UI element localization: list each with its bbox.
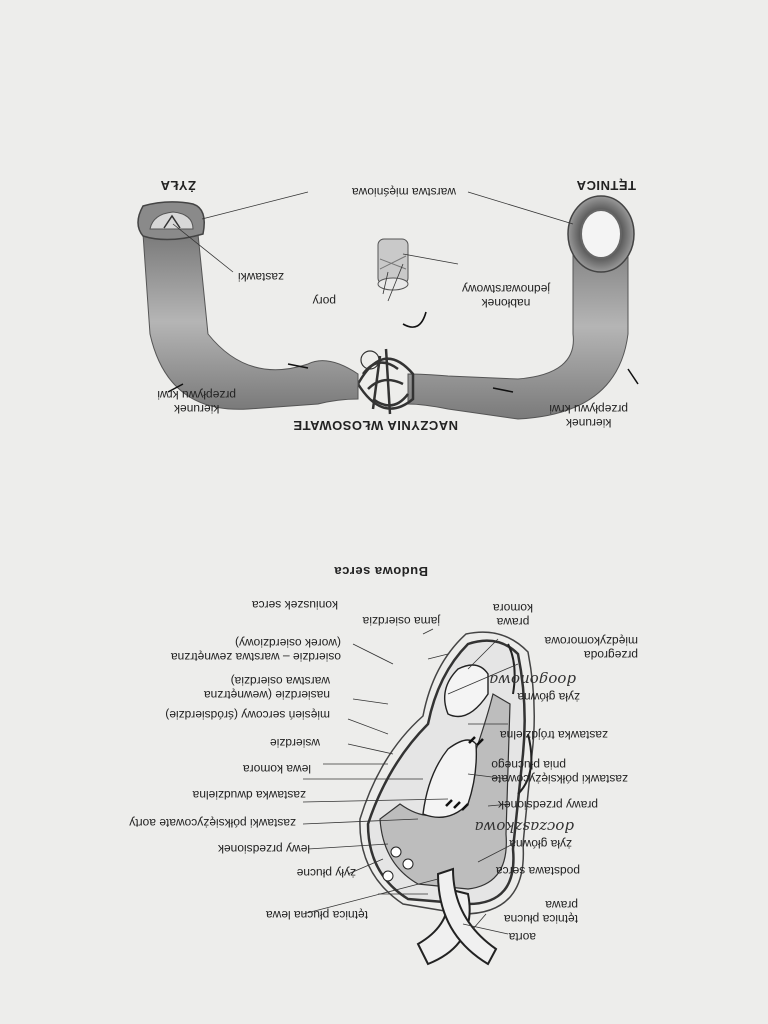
pulmonary-veins-label: żyły płucne (296, 866, 356, 880)
right-ventricle-cavity (444, 664, 489, 718)
flow-right-line2: przepływu krwi (157, 388, 236, 402)
epicardium-line2: warstwa osierdzia) (230, 674, 330, 688)
pulm-valve-line2: pnia płucnego (491, 758, 566, 772)
pulmonary-trunk-right-label: tętnica płucna prawa (504, 898, 578, 926)
pulmonary-valve-label: zastawki półksiężycowate pnia płucnego (491, 758, 628, 786)
right-ventricle-line2: komora (492, 601, 533, 615)
septum-line1: przegroda (583, 648, 638, 662)
pulm-valve-line1: zastawki półksiężycowate (491, 772, 628, 786)
vena-cava (517, 733, 533, 795)
apex-label: koniuszek serca (251, 598, 338, 612)
capillaries-title: NACZYNIA WŁOSOWATE (293, 418, 458, 433)
pulmonary-artery-left-label: tętnica płucna lewa (265, 908, 368, 922)
heart-base-label: podstawa serca (495, 864, 580, 878)
valves-label: zastawki (237, 270, 284, 284)
pulm-trunk-right-line2: prawa (545, 898, 578, 912)
pericardial-cavity-label: jama osierdzia (362, 614, 440, 628)
right-atrium-label: prawy przedsionek (497, 798, 598, 812)
flow-left-line1: kierunek (565, 416, 612, 430)
vein-tube (142, 233, 359, 410)
epithelium-line2: jednowarstwowy (461, 282, 550, 296)
endocardium-label: wsierdzie (269, 736, 320, 750)
epithelium-line1: nabłonek (481, 296, 531, 310)
right-ventricle-label: prawa komora (493, 601, 533, 629)
muscle-layer-label: warstwa mięśniowa (351, 185, 456, 199)
flow-direction-label-left: kierunek przepływu krwi (549, 402, 628, 430)
left-atrium-label: lewy przedsionek (217, 842, 310, 856)
left-ventricle-cavity (422, 739, 478, 818)
pericardium-label: osierdzie – warstwa zewnętrzna (worek os… (171, 636, 341, 664)
flow-left-line2: przepływu krwi (549, 402, 628, 416)
vena-cava-superior-handwritten: doczaszkowa (474, 818, 574, 836)
heart-title: Budowa serca (333, 564, 428, 579)
tricuspid-valve-label: zastawka trójdzielna (499, 728, 608, 742)
septum-label: przegroda międzykomorowa (545, 634, 638, 662)
artery-title: TĘTNICA (576, 178, 636, 193)
epithelium-label: nabłonek jednowarstwowy (462, 282, 550, 310)
pulmonary-trunk (436, 867, 498, 966)
myocardium-wall (379, 693, 511, 890)
mitral-valve-label: zastawka dwudzielna (192, 788, 306, 802)
vena-cava-superior-label: żyła główna (509, 837, 572, 851)
flow-direction-label-right: kierunek przepływu krwi (157, 388, 236, 416)
vessels-illustration (137, 191, 639, 420)
epicardium-line1: nasierdzie (wewnętrzna (203, 688, 330, 702)
vein-title: ŻYŁA (160, 178, 196, 193)
myocardium-label: mięsień sercowy (śródsierdzie) (165, 708, 330, 722)
left-ventricle-label: lewa komora (242, 762, 311, 776)
aorta-label: aorta (508, 930, 536, 944)
pulm-trunk-right-line1: tętnica płucna (503, 912, 578, 926)
right-ventricle-line1: prawa (496, 615, 530, 629)
pericardium-line1: osierdzie – warstwa zewnętrzna (170, 650, 341, 664)
septum-line2: międzykomorowa (544, 634, 638, 648)
capillary-network (356, 348, 415, 415)
flow-right-line1: kierunek (173, 402, 220, 416)
vena-cava-inferior-handwritten: doogonowa (489, 671, 576, 689)
heart-illustration (302, 628, 535, 966)
capillary-magnified (377, 238, 427, 328)
epicardium-label: nasierdzie (wewnętrzna warstwa osierdzia… (204, 674, 330, 702)
pericardium-line2: (worek osierdziowy) (234, 636, 341, 650)
aortic-valve-label: zastawki półksiężycowate aorty (129, 816, 296, 830)
vena-cava-inferior-label: żyła główna (517, 690, 580, 704)
pores-label: pory (312, 294, 336, 308)
